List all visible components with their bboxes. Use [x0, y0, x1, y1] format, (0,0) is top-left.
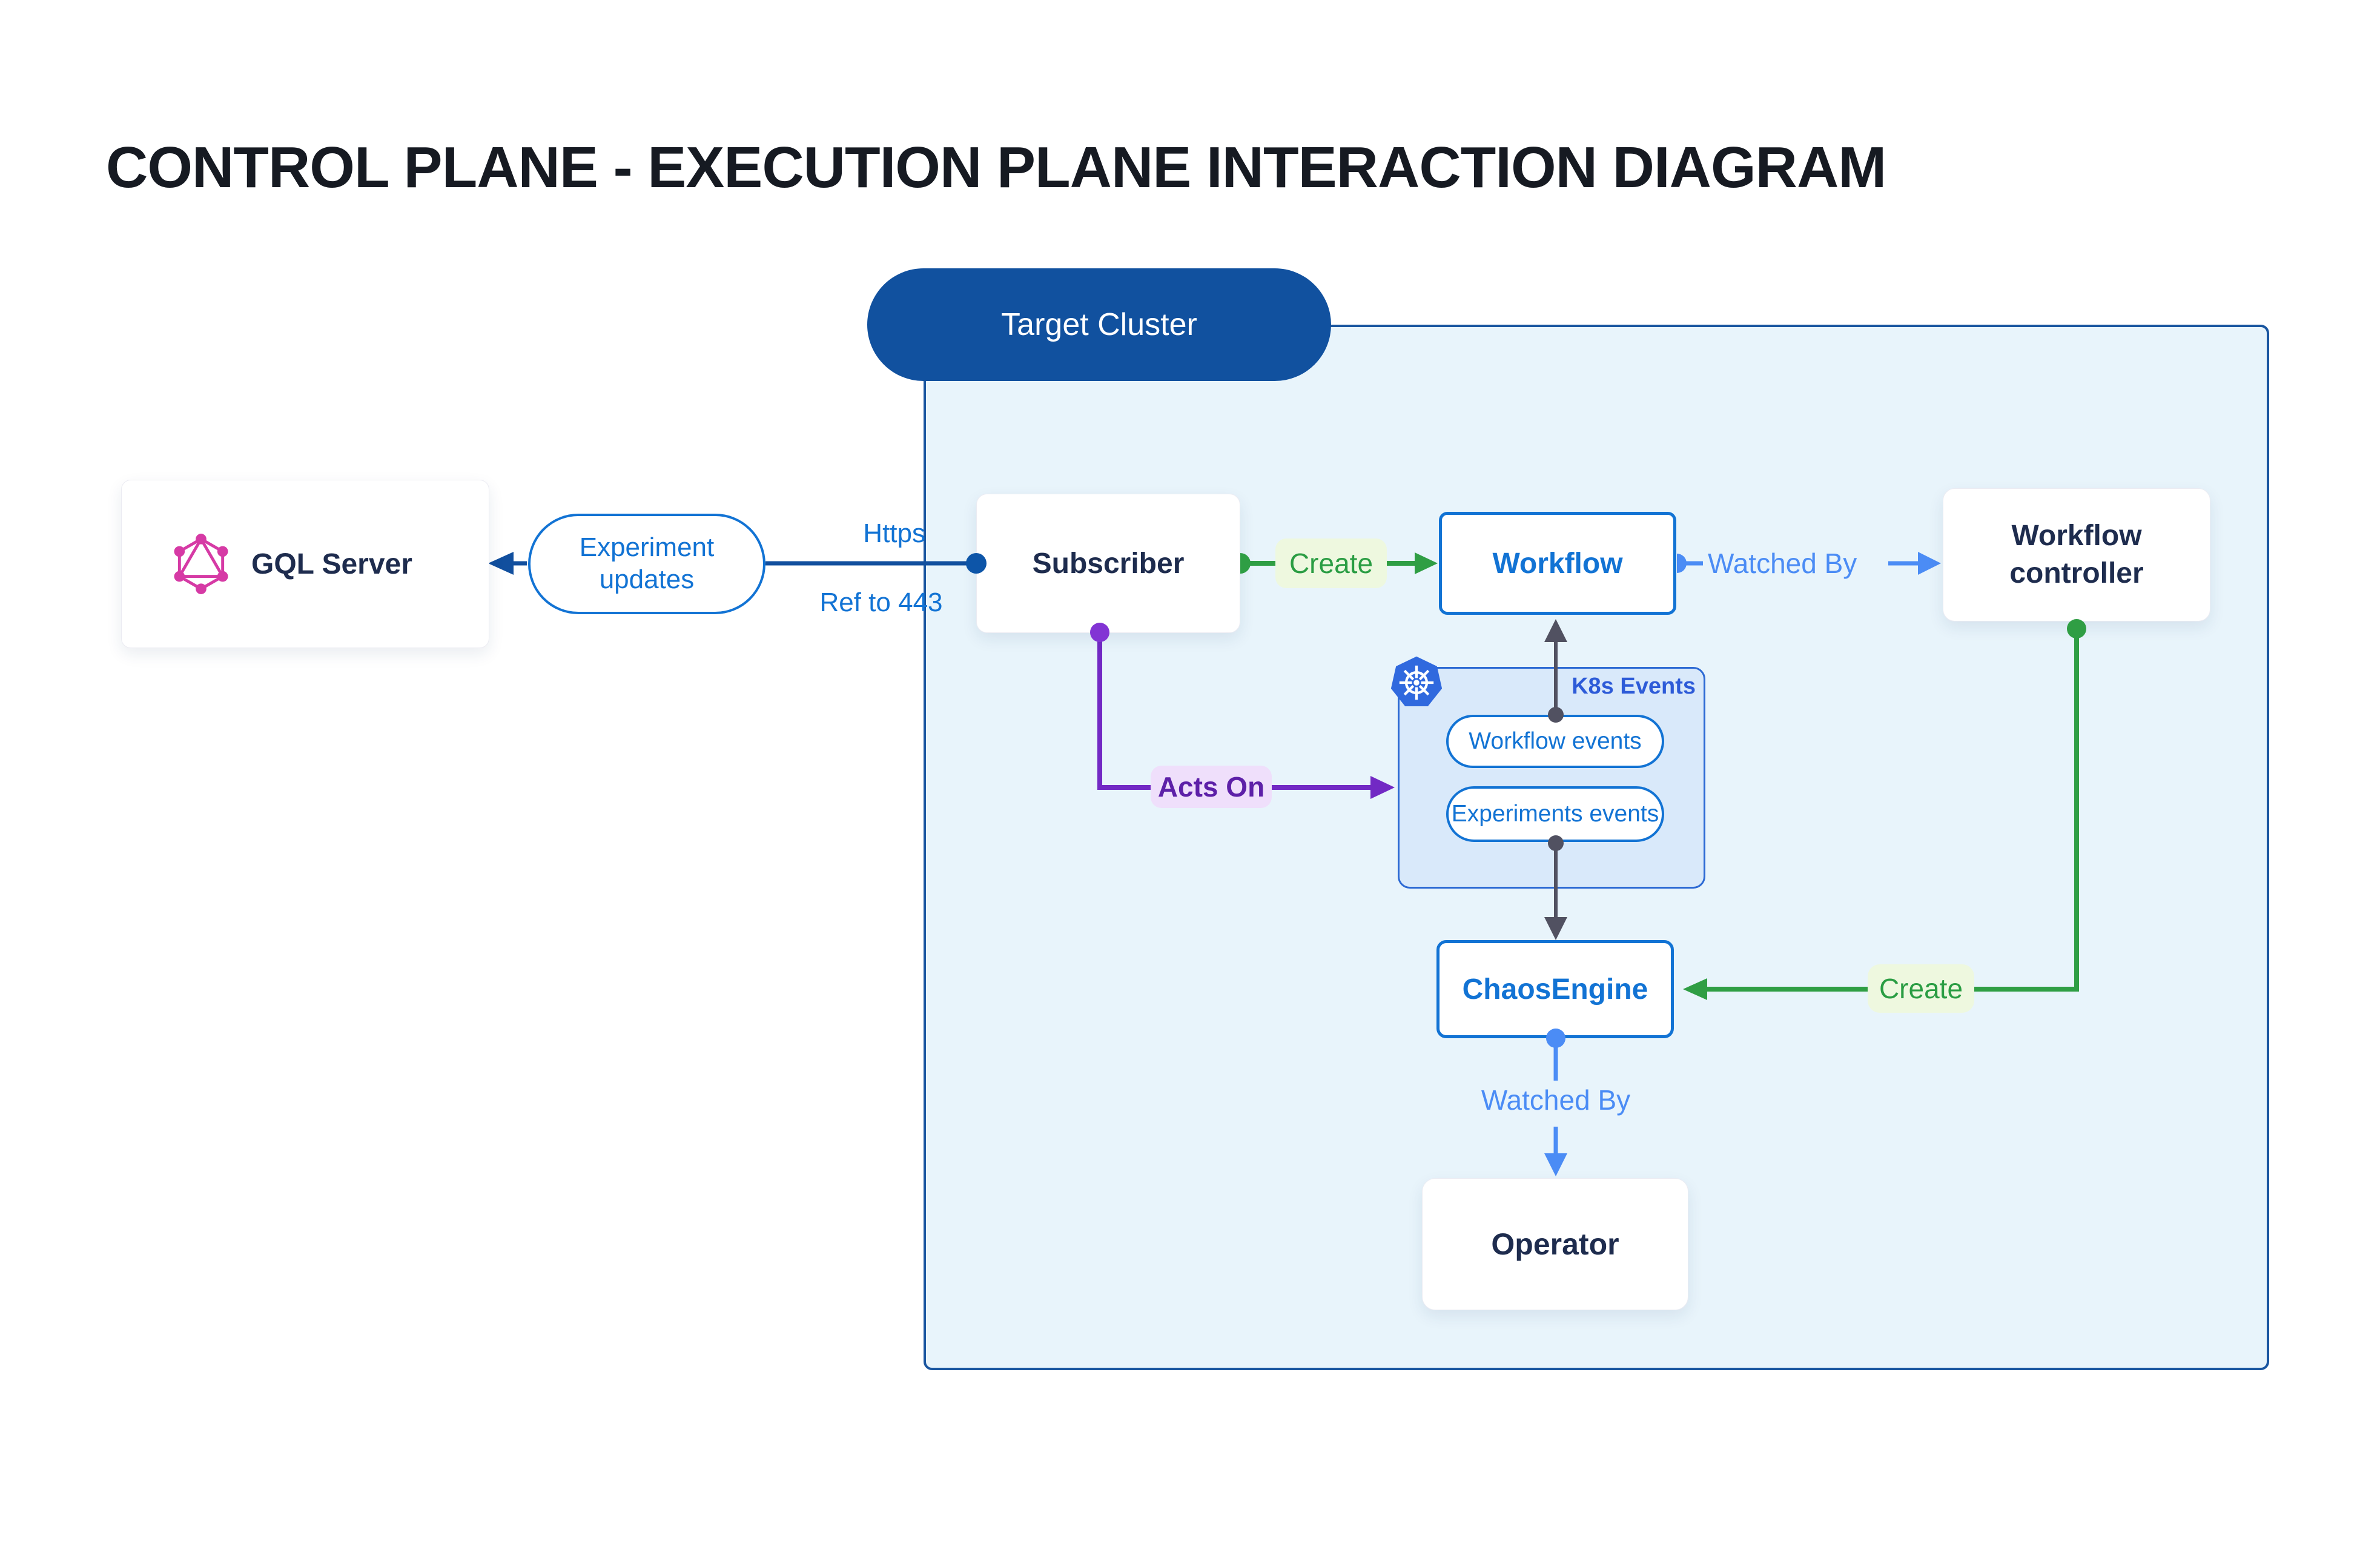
k8s-events-label: K8s Events — [1572, 674, 1696, 699]
chaos-engine-label: ChaosEngine — [1462, 973, 1648, 1006]
chaos-engine-node: ChaosEngine — [1436, 940, 1674, 1038]
ref-to-443-edge-label: Ref to 443 — [819, 588, 943, 617]
subscriber-label: Subscriber — [1032, 547, 1185, 580]
workflow-controller-node: Workflow controller — [1943, 488, 2210, 621]
target-cluster-label: Target Cluster — [1001, 307, 1197, 342]
gql-server-node: GQL Server — [121, 480, 489, 648]
kubernetes-icon — [1390, 656, 1443, 707]
create-workflow-edge-label: Create — [1275, 538, 1387, 588]
create-chaosengine-edge-label: Create — [1868, 964, 1974, 1013]
graphql-icon — [174, 534, 228, 594]
arrowhead-left-icon — [488, 552, 514, 575]
gql-server-label: GQL Server — [251, 548, 412, 580]
acts-on-edge-label: Acts On — [1151, 766, 1272, 808]
experiment-updates-node: Experiment updates — [528, 514, 765, 614]
experiment-updates-label: Experiment updates — [579, 532, 715, 594]
workflow-node: Workflow — [1439, 512, 1676, 615]
https-edge-label: Https — [863, 519, 925, 548]
workflow-label: Workflow — [1492, 547, 1623, 580]
page-title: CONTROL PLANE - EXECUTION PLANE INTERACT… — [106, 135, 1886, 200]
watched-by-operator-edge-label: Watched By — [1481, 1084, 1631, 1116]
target-cluster-pill: Target Cluster — [867, 268, 1331, 381]
operator-label: Operator — [1491, 1227, 1619, 1261]
workflow-controller-label: Workflow controller — [2009, 519, 2144, 589]
operator-node: Operator — [1422, 1178, 1688, 1310]
k8s-events-group — [1398, 667, 1705, 889]
experiments-events-pill: Experiments events — [1446, 786, 1664, 842]
watched-by-workflow-edge-label: Watched By — [1708, 548, 1857, 579]
workflow-events-pill: Workflow events — [1446, 715, 1664, 768]
subscriber-node: Subscriber — [976, 494, 1240, 633]
experiment-updates-to-gql-connector — [488, 552, 527, 575]
